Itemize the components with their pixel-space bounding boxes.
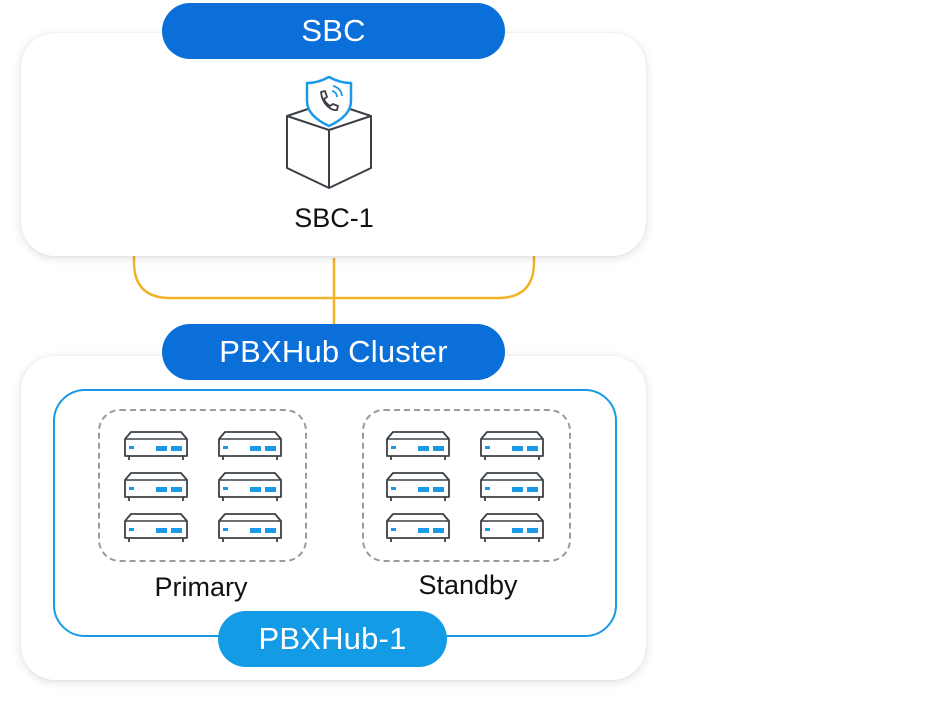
pbxhub-cluster-title-pill: PBXHub Cluster (162, 324, 505, 380)
server-icon (218, 431, 282, 460)
server-icon (386, 513, 450, 542)
sbc-title-pill: SBC (162, 3, 505, 59)
server-icon (124, 472, 188, 501)
server-icon (218, 472, 282, 501)
server-icon (124, 513, 188, 542)
primary-server-group (98, 409, 307, 562)
server-icon (386, 431, 450, 460)
secure-phone-box-icon (286, 75, 372, 189)
standby-group-label: Standby (418, 570, 518, 600)
pbxhub-node-box (53, 389, 617, 637)
server-icon (218, 513, 282, 542)
server-icon (480, 513, 544, 542)
primary-group-label: Primary (154, 572, 248, 602)
server-icon (480, 472, 544, 501)
sbc-node-label: SBC-1 (294, 203, 374, 233)
sbc-panel (21, 33, 646, 256)
standby-server-group (362, 409, 571, 562)
server-icon (386, 472, 450, 501)
server-icon (124, 431, 188, 460)
pbxhub-node-pill: PBXHub-1 (218, 611, 447, 667)
server-icon (480, 431, 544, 460)
